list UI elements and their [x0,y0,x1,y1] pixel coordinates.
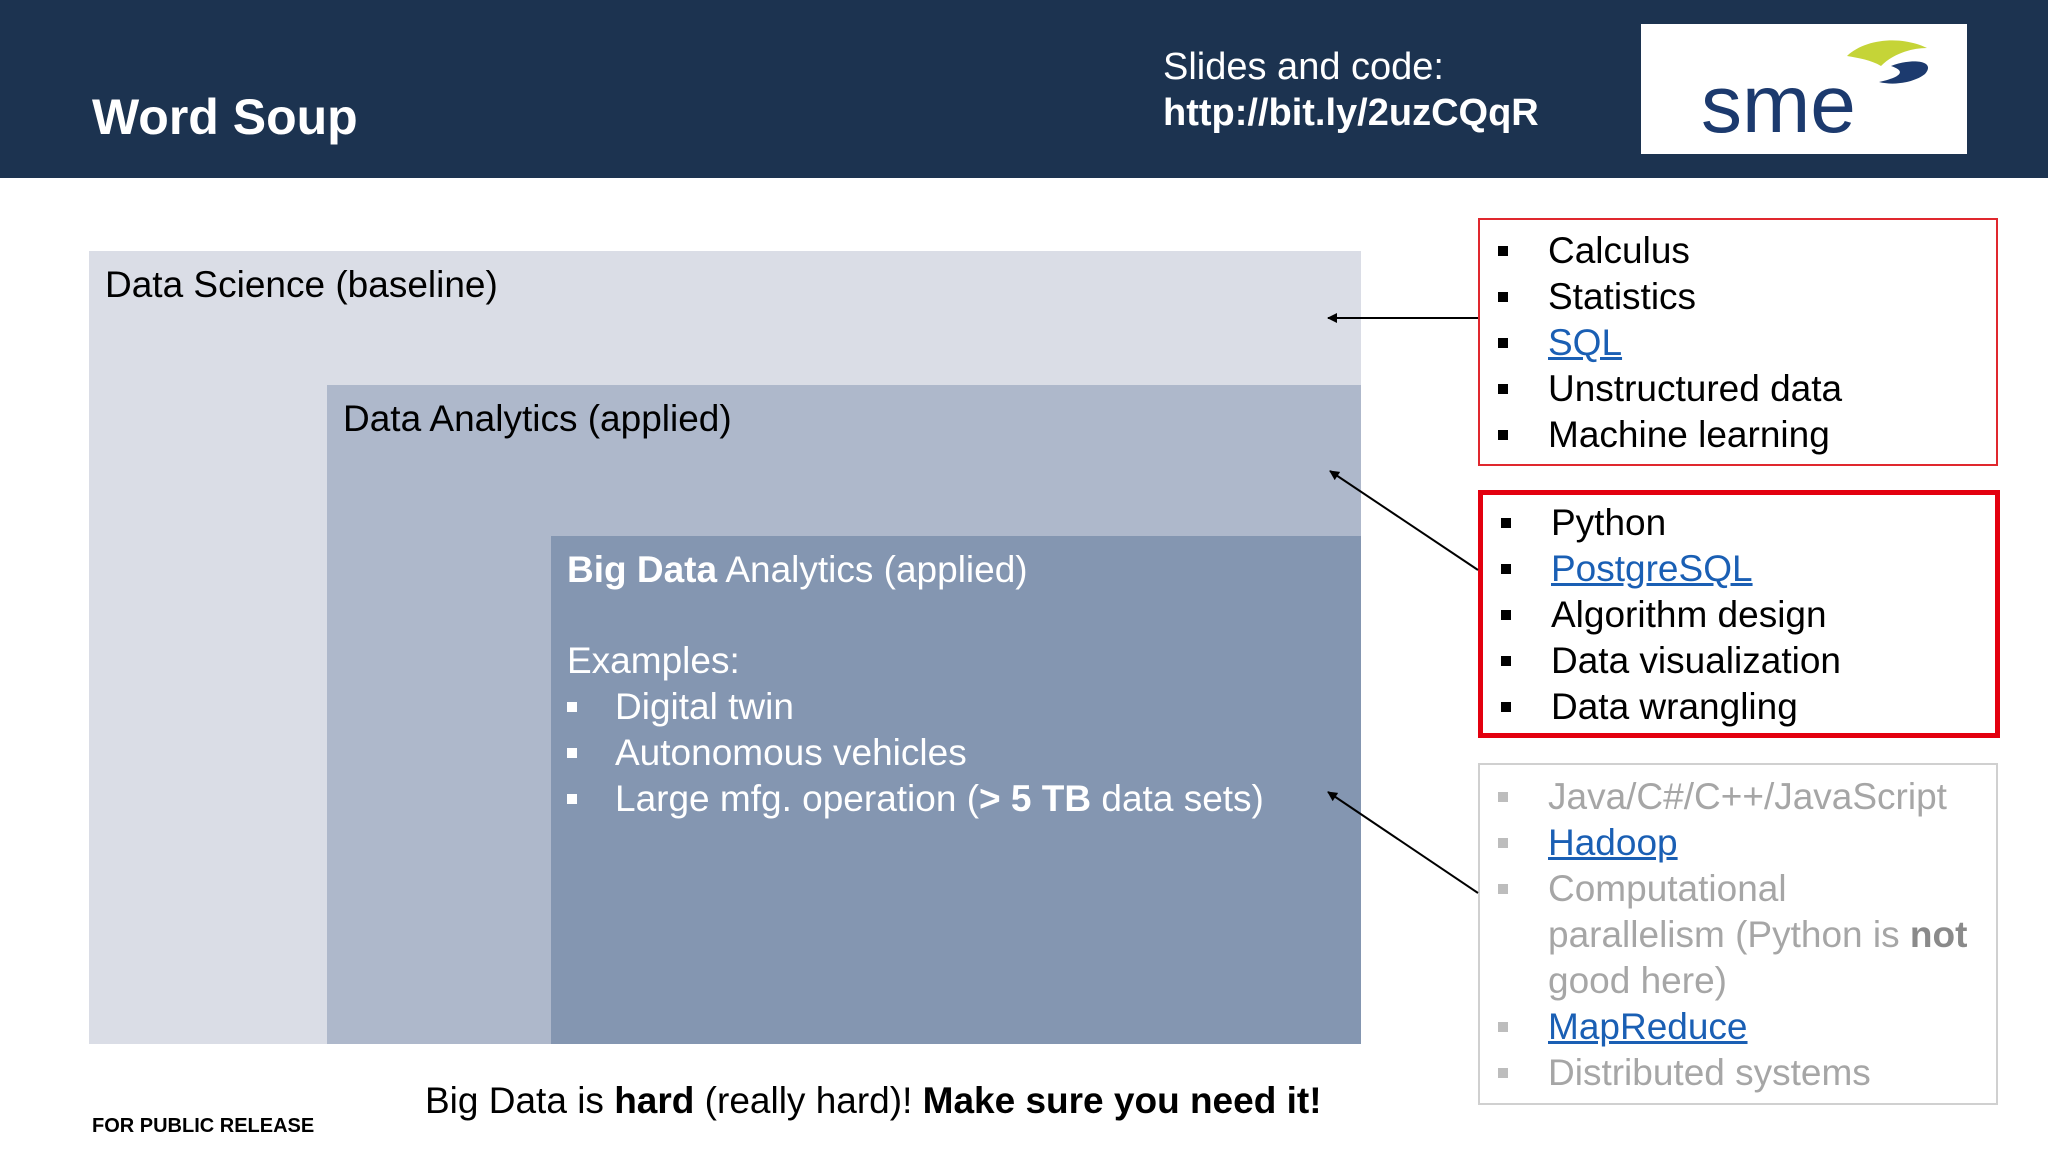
skill-computational-line3: good here) [1548,960,1727,1001]
sme-logo: sme [1641,24,1967,154]
bullet-icon [1498,338,1508,348]
list-item: Hadoop [1498,820,1967,866]
link-sql[interactable]: SQL [1548,322,1623,363]
footer-note: Big Data is hard (really hard)! Make sur… [425,1080,1322,1122]
applied-skills-panel: Python PostgreSQL Algorithm design Data … [1478,490,2000,738]
example-large-mfg-bold: > 5 TB [979,778,1092,819]
big-data-rest: Analytics (applied) [717,549,1028,590]
skill-data-visualization: Data visualization [1551,640,1841,681]
data-science-label: Data Science (baseline) [105,264,498,305]
header-bar: Word Soup Slides and code: http://bit.ly… [0,0,2048,178]
bullet-icon [567,794,577,804]
baseline-skills-panel: Calculus Statistics SQL Unstructured dat… [1478,218,1998,466]
bullet-icon [1501,610,1511,620]
skill-computational-line1: Computational [1548,868,1787,909]
data-analytics-label: Data Analytics (applied) [343,398,732,439]
link-mapreduce[interactable]: MapReduce [1548,1006,1748,1047]
big-data-skills-panel: Java/C#/C++/JavaScript Hadoop Computatio… [1478,763,1998,1105]
slides-link[interactable]: http://bit.ly/2uzCQqR [1163,92,1539,134]
list-item: Calculus [1498,228,1842,274]
link-postgresql[interactable]: PostgreSQL [1551,548,1753,589]
list-item: MapReduce [1498,1004,1967,1050]
bullet-icon [1501,702,1511,712]
list-item: Python [1501,500,1841,546]
bullet-icon [1498,384,1508,394]
bullet-icon [1498,792,1508,802]
examples-label: Examples: [567,640,740,681]
bullet-icon [567,702,577,712]
bullet-icon [1498,1022,1508,1032]
bullet-icon [1498,838,1508,848]
list-item: PostgreSQL [1501,546,1841,592]
bullet-icon [1498,292,1508,302]
skill-machine-learning: Machine learning [1548,414,1830,455]
list-item: Machine learning [1498,412,1842,458]
bullet-icon [1498,1068,1508,1078]
list-item: Distributed systems [1498,1050,1967,1096]
example-large-mfg-pre: Large mfg. operation ( [615,778,980,819]
bullet-icon [1498,884,1508,894]
skill-java-languages: Java/C#/C++/JavaScript [1548,776,1947,817]
link-hadoop[interactable]: Hadoop [1548,822,1678,863]
skill-computational-not: not [1909,914,1968,955]
sme-logo-graphic: sme [1701,40,1929,150]
list-item: Digital twin [567,684,1264,730]
slides-caption: Slides and code: [1163,46,1444,88]
bullet-icon [567,748,577,758]
examples-list: Digital twin Autonomous vehicles Large m… [567,684,1264,822]
list-item: Algorithm design [1501,592,1841,638]
list-item: Java/C#/C++/JavaScript [1498,774,1967,820]
list-item: Data visualization [1501,638,1841,684]
list-item: Unstructured data [1498,366,1842,412]
skill-algorithm-design: Algorithm design [1551,594,1827,635]
list-item: Computational parallelism (Python is not g… [1498,866,1967,1004]
skill-computational-line2: parallelism (Python is [1548,914,1910,955]
list-item: Large mfg. operation (> 5 TB data sets) [567,776,1264,822]
big-data-analytics-label: Big Data Analytics (applied) [567,549,1028,591]
example-digital-twin: Digital twin [615,686,794,727]
skill-statistics: Statistics [1548,276,1697,317]
footer-mid: (really hard)! [694,1080,923,1121]
bullet-icon [1501,518,1511,528]
arrow-applied [1329,470,1479,571]
bullet-icon [1498,430,1508,440]
footer-need: Make sure you need it! [922,1080,1322,1121]
big-data-bold: Big Data [567,549,718,590]
list-item: SQL [1498,320,1842,366]
example-autonomous-vehicles: Autonomous vehicles [615,732,967,773]
list-item: Data wrangling [1501,684,1841,730]
footer-hard: hard [614,1080,695,1121]
bullet-icon [1498,246,1508,256]
skill-python: Python [1551,502,1667,543]
skill-unstructured-data: Unstructured data [1548,368,1843,409]
bullet-icon [1501,656,1511,666]
logo-text: sme [1701,59,1856,150]
big-data-analytics-box: Big Data Analytics (applied) Examples: D… [551,536,1361,1044]
example-large-mfg-post: data sets) [1091,778,1264,819]
skill-distributed-systems: Distributed systems [1548,1052,1871,1093]
arrow-big-data [1327,791,1479,894]
slide-title: Word Soup [92,89,358,145]
list-item: Autonomous vehicles [567,730,1264,776]
skill-calculus: Calculus [1548,230,1690,271]
bullet-icon [1501,564,1511,574]
public-release-label: FOR PUBLIC RELEASE [92,1115,315,1137]
list-item: Statistics [1498,274,1842,320]
footer-pre: Big Data is [425,1080,615,1121]
skill-data-wrangling: Data wrangling [1551,686,1798,727]
